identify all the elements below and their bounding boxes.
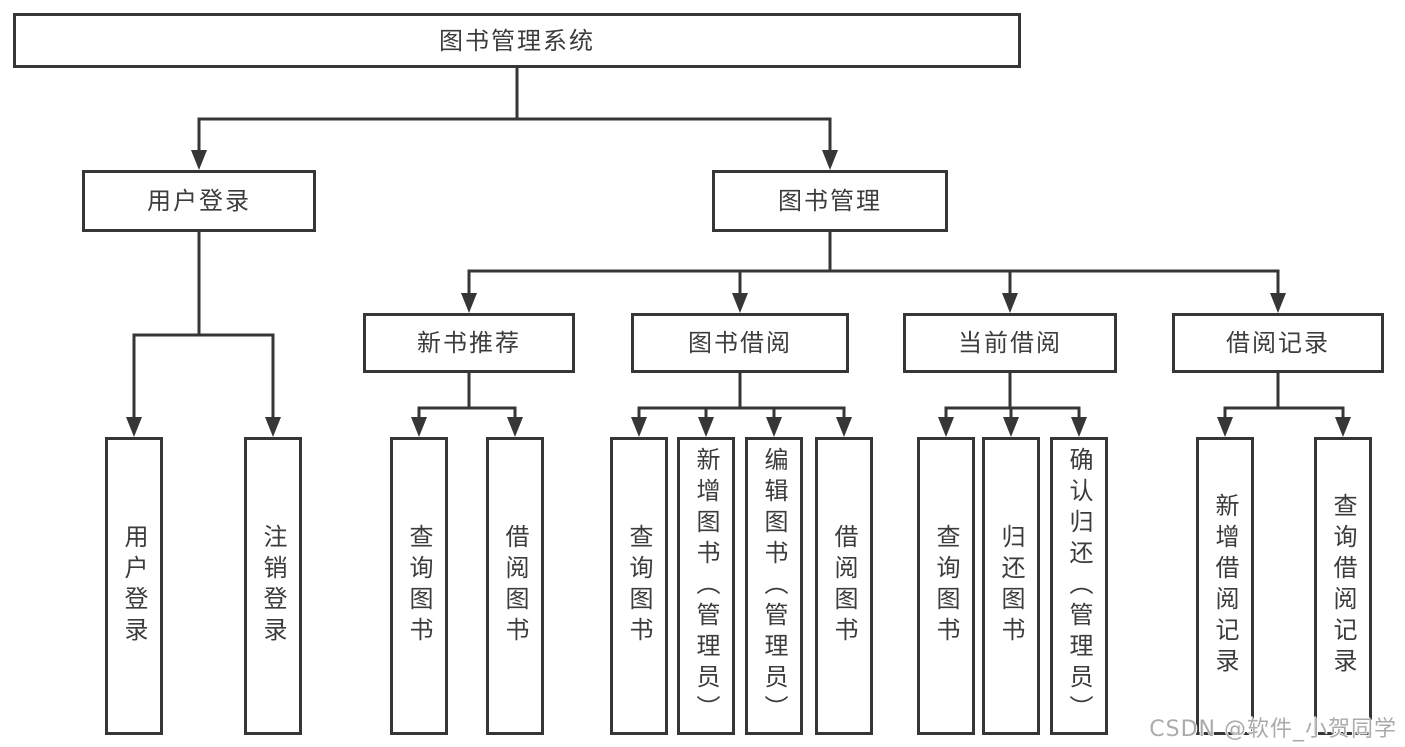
node-library-system: 图书管理系统: [13, 13, 1021, 68]
connector-lines: [132, 68, 1345, 427]
node-leaf-query-books-3: 查询图书: [917, 437, 975, 735]
node-label: 用户登录: [120, 524, 148, 648]
node-book-borrow: 图书借阅: [631, 313, 849, 373]
arrowhead-icon: [411, 417, 427, 437]
node-leaf-edit-books-admin: 编辑图书（管理员）: [745, 437, 803, 735]
arrowhead-icon: [938, 417, 954, 437]
arrowhead-icon: [631, 417, 647, 437]
node-leaf-logout: 注销登录: [244, 437, 302, 735]
node-leaf-query-books-1: 查询图书: [390, 437, 448, 735]
connector-line: [417, 406, 517, 427]
node-label: 查询图书: [625, 524, 653, 648]
node-leaf-add-borrow-record: 新增借阅记录: [1196, 437, 1254, 735]
node-current-borrow: 当前借阅: [903, 313, 1117, 373]
arrowhead-icon: [766, 417, 782, 437]
arrowhead-icon: [126, 417, 142, 437]
node-label: 借阅记录: [1226, 329, 1330, 357]
node-label: 归还图书: [997, 524, 1025, 648]
node-label: 查询借阅记录: [1329, 493, 1357, 679]
node-label: 借阅图书: [501, 524, 529, 648]
node-user-login: 用户登录: [82, 170, 316, 232]
node-label: 借阅图书: [830, 524, 858, 648]
node-book-management: 图书管理: [712, 170, 948, 232]
arrowhead-icon: [1270, 293, 1286, 313]
node-label: 新增借阅记录: [1211, 493, 1239, 679]
node-label: 查询图书: [405, 524, 433, 648]
node-leaf-confirm-return-admin: 确认归还（管理员）: [1050, 437, 1108, 735]
node-borrow-records: 借阅记录: [1172, 313, 1384, 373]
node-label: 注销登录: [259, 524, 287, 648]
node-label: 当前借阅: [958, 329, 1062, 357]
arrowhead-icon: [1217, 417, 1233, 437]
arrowhead-icon: [265, 417, 281, 437]
node-leaf-user-login: 用户登录: [105, 437, 163, 735]
connector-line: [132, 333, 275, 427]
arrowhead-icon: [698, 417, 714, 437]
node-label: 用户登录: [147, 187, 251, 215]
node-label: 新增图书（管理员）: [692, 446, 720, 726]
arrowheads: [126, 150, 1351, 437]
node-leaf-add-books-admin: 新增图书（管理员）: [677, 437, 735, 735]
arrowhead-icon: [1003, 417, 1019, 437]
arrowhead-icon: [1071, 417, 1087, 437]
arrowhead-icon: [507, 417, 523, 437]
node-label: 图书管理: [778, 187, 882, 215]
node-leaf-borrow-books-1: 借阅图书: [486, 437, 544, 735]
node-label: 编辑图书（管理员）: [760, 446, 788, 726]
arrowhead-icon: [461, 293, 477, 313]
watermark-text: CSDN @软件_小贺同学: [1149, 717, 1397, 742]
arrowhead-icon: [836, 417, 852, 437]
arrowhead-icon: [1335, 417, 1351, 437]
arrowhead-icon: [822, 150, 838, 170]
arrowhead-icon: [1002, 293, 1018, 313]
node-leaf-query-books-2: 查询图书: [610, 437, 668, 735]
node-label: 确认归还（管理员）: [1065, 446, 1093, 726]
node-leaf-borrow-books-2: 借阅图书: [815, 437, 873, 735]
connector-line: [637, 406, 846, 427]
node-label: 图书管理系统: [439, 26, 595, 55]
node-label: 新书推荐: [417, 329, 521, 357]
node-leaf-return-books: 归还图书: [982, 437, 1040, 735]
node-leaf-query-borrow-record: 查询借阅记录: [1314, 437, 1372, 735]
node-label: 查询图书: [932, 524, 960, 648]
arrowhead-icon: [191, 150, 207, 170]
connector-line: [467, 269, 1280, 303]
node-label: 图书借阅: [688, 329, 792, 357]
connector-line: [1223, 406, 1345, 427]
arrowhead-icon: [732, 293, 748, 313]
node-new-book-recommend: 新书推荐: [363, 313, 575, 373]
connector-line: [197, 117, 832, 160]
